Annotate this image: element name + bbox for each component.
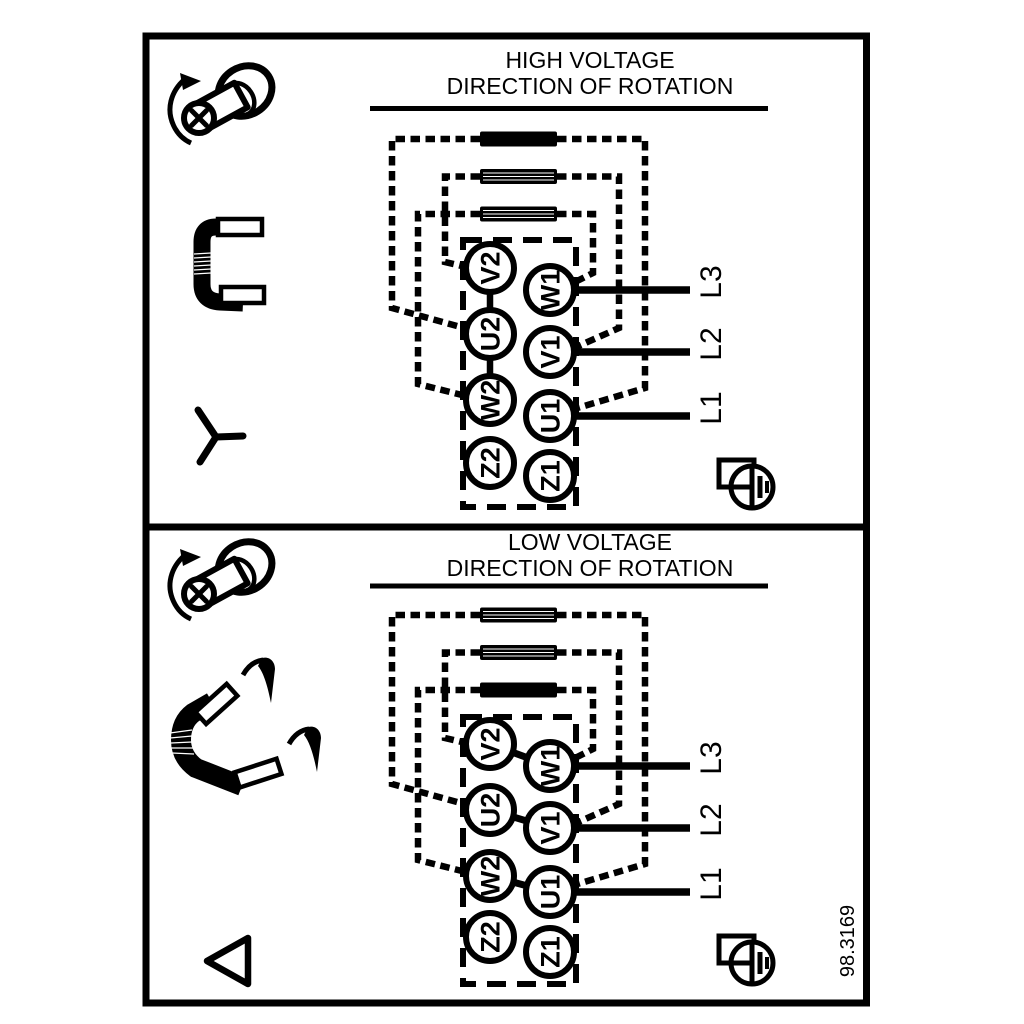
panel-title-line1: HIGH VOLTAGE: [505, 47, 674, 73]
terminal-label: Z2: [476, 447, 506, 479]
star-connection-icon: [194, 406, 247, 466]
panel-title-line1: LOW VOLTAGE: [508, 529, 672, 555]
supply-label-l2: L2: [695, 327, 728, 360]
terminal-label: W2: [476, 380, 506, 421]
supply-label-l3: L3: [695, 265, 728, 298]
supply-lines: [574, 286, 690, 420]
terminal-u1: U1: [523, 389, 577, 443]
terminal-label: U1: [536, 875, 566, 910]
terminal-label: V1: [536, 335, 566, 368]
terminal-label: W1: [536, 746, 566, 787]
terminal-v2: V2: [463, 241, 517, 295]
terminal-label: U2: [476, 317, 506, 352]
terminal-label: Z2: [476, 921, 506, 953]
terminals: V2 U2 W2 Z2 W1: [463, 241, 577, 503]
terminal-label: W1: [536, 270, 566, 311]
terminal-v1: V1: [523, 325, 577, 379]
screw-rotation-icon: [167, 538, 276, 622]
jumper-bracket-icon: [193, 216, 267, 312]
wiring-high-voltage: V2 U2 W2 Z2 W1: [388, 131, 776, 511]
terminal-board-outline: [460, 714, 579, 987]
delta-connection-icon: [203, 934, 252, 988]
terminal-u2: U2: [463, 783, 517, 837]
wiring-low-voltage: V2 U2 W2 Z2 W1: [388, 607, 776, 987]
terminal-label: V1: [536, 811, 566, 844]
supply-label-l2: L2: [695, 803, 728, 836]
terminal-w1: W1: [523, 263, 577, 317]
terminal-label: V2: [476, 727, 506, 760]
terminal-label: V2: [476, 251, 506, 284]
terminal-u2: U2: [463, 307, 517, 361]
terminal-label: W2: [476, 856, 506, 897]
terminal-board-outline: [460, 237, 579, 510]
winding-jumper-bars: [480, 131, 557, 222]
terminal-z2: Z2: [463, 910, 517, 964]
terminal-w2: W2: [463, 373, 517, 427]
terminal-label: Z1: [536, 936, 566, 968]
terminal-label: U1: [536, 399, 566, 434]
outer-frame: [142, 32, 870, 1007]
terminal-label: U2: [476, 793, 506, 828]
terminal-z1: Z1: [523, 449, 577, 503]
ground-icon: [716, 457, 776, 511]
terminal-u1: U1: [523, 865, 577, 919]
winding-jumper-bars: [480, 607, 557, 698]
winding-wires-dashed: [388, 611, 649, 889]
screw-rotation-icon: [167, 62, 276, 146]
terminal-label: Z1: [536, 460, 566, 492]
panel-title-line2: DIRECTION OF ROTATION: [447, 555, 734, 581]
winding-wires-dashed: [388, 135, 649, 413]
high-voltage-panel: HIGH VOLTAGE DIRECTION OF ROTATION: [167, 47, 776, 511]
terminal-z1: Z1: [523, 925, 577, 979]
jumper-bracket-rotated-icon: [169, 657, 321, 796]
supply-lines: [574, 762, 690, 896]
supply-label-l3: L3: [695, 741, 728, 774]
supply-label-l1: L1: [695, 391, 728, 424]
ground-icon: [716, 933, 776, 987]
terminal-v2: V2: [463, 717, 517, 771]
low-voltage-panel: LOW VOLTAGE DIRECTION OF ROTATION: [167, 529, 776, 988]
terminal-w1: W1: [523, 739, 577, 793]
move-arrow-icon: [286, 726, 321, 772]
panel-title-line2: DIRECTION OF ROTATION: [447, 73, 734, 99]
terminal-w2: W2: [463, 849, 517, 903]
supply-label-l1: L1: [695, 867, 728, 900]
terminal-v1: V1: [523, 801, 577, 855]
terminal-z2: Z2: [463, 436, 517, 490]
move-arrow-icon: [240, 657, 275, 703]
figure-number: 98.3169: [837, 905, 859, 977]
